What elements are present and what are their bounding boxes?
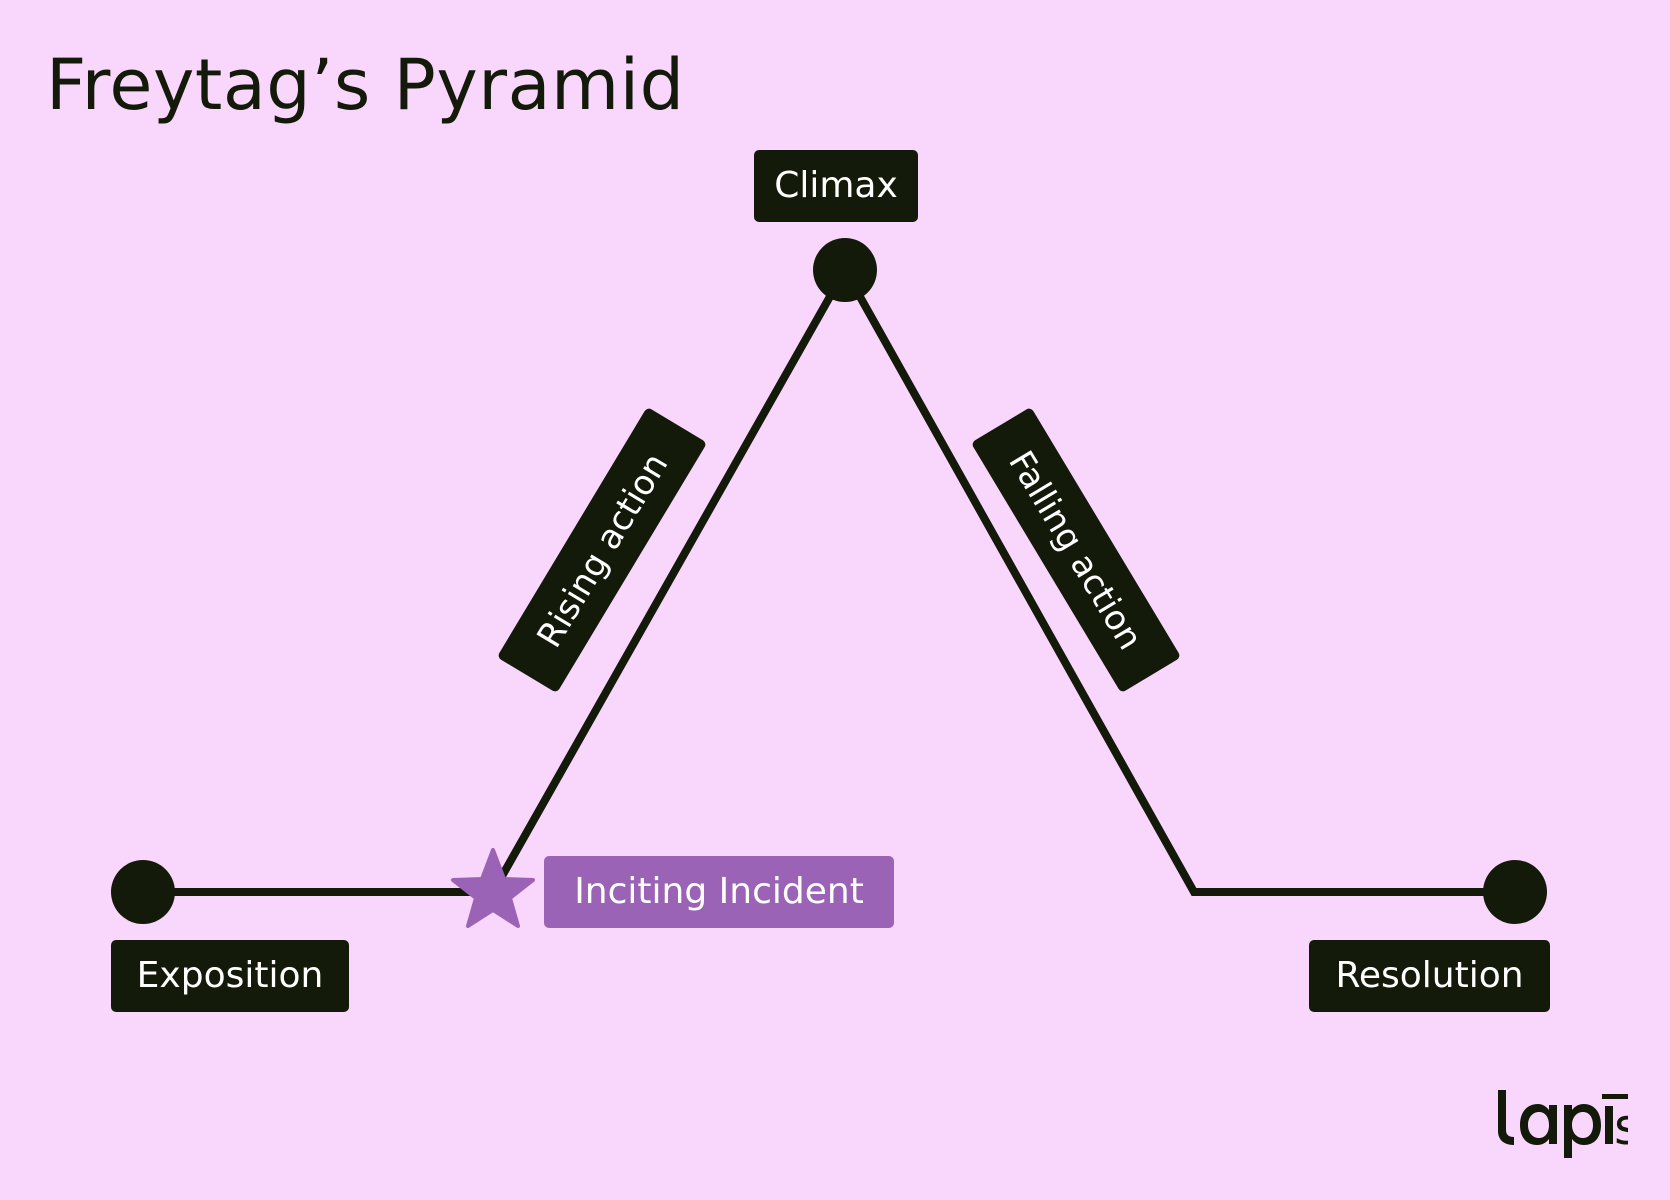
rising-action-text: Rising action [529,446,676,654]
page-title: Freytag’s Pyramid [46,44,685,126]
resolution-label: Resolution [1309,940,1550,1012]
svg-text:s: s [1614,1098,1628,1156]
rising-action-label: Rising action [498,408,706,692]
lapis-logo: lapis s [1498,1090,1628,1158]
climax-label: Climax [754,150,918,222]
inciting-incident-label: Inciting Incident [544,856,894,928]
climax-node [813,238,877,302]
exposition-label: Exposition [111,940,349,1012]
story-arc-line [143,261,1515,896]
star-icon [451,848,535,928]
resolution-node [1483,860,1547,924]
falling-action-text: Falling action [1000,444,1150,657]
exposition-node [111,860,175,924]
